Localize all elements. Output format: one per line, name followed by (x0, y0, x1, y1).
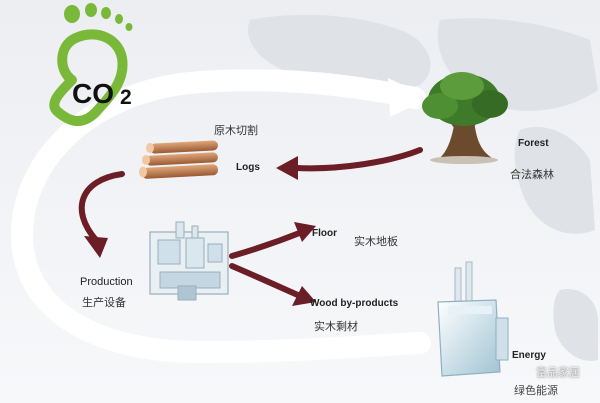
factory-icon (149, 221, 229, 301)
energy-label: Energy (512, 350, 546, 361)
co2-logo-subscript: 2 (120, 86, 132, 109)
arrowhead-logs (276, 156, 298, 180)
cycle-band-arrowhead (388, 78, 430, 117)
power-plant-icon (437, 261, 509, 377)
watermark-line1: 富品家居 (536, 366, 580, 379)
cycle-band (10, 69, 431, 364)
arrowhead-floor (294, 222, 316, 242)
production-label: Production (80, 276, 133, 288)
floor-label: Floor (312, 228, 337, 239)
arrow-production-to-byproducts (229, 263, 303, 299)
byproducts-label: Wood by-products (310, 298, 399, 309)
forest-label-cn: 合法森林 (510, 168, 554, 181)
footprint-icon (49, 3, 133, 126)
production-label-cn: 生产设备 (82, 296, 126, 309)
arrowhead-production (84, 236, 108, 258)
co2-logo-text: CO (72, 78, 114, 109)
arrow-forest-to-logs (293, 147, 423, 172)
arrowheads (84, 156, 316, 306)
logs-label: Logs (236, 162, 260, 173)
tree-icon (422, 72, 508, 164)
arrowhead-byproducts (292, 286, 316, 306)
watermark-line2: 绿色能源 (514, 384, 558, 397)
logs-label-cn: 原木切割 (214, 124, 258, 137)
logs-icon (139, 140, 219, 179)
floor-label-cn: 实木地板 (354, 235, 398, 248)
process-arrows (78, 147, 423, 299)
forest-label: Forest (518, 138, 549, 149)
arrow-production-to-floor (229, 229, 305, 259)
arrow-logs-to-production (78, 171, 125, 243)
byproducts-label-cn: 实木剩材 (314, 320, 358, 333)
